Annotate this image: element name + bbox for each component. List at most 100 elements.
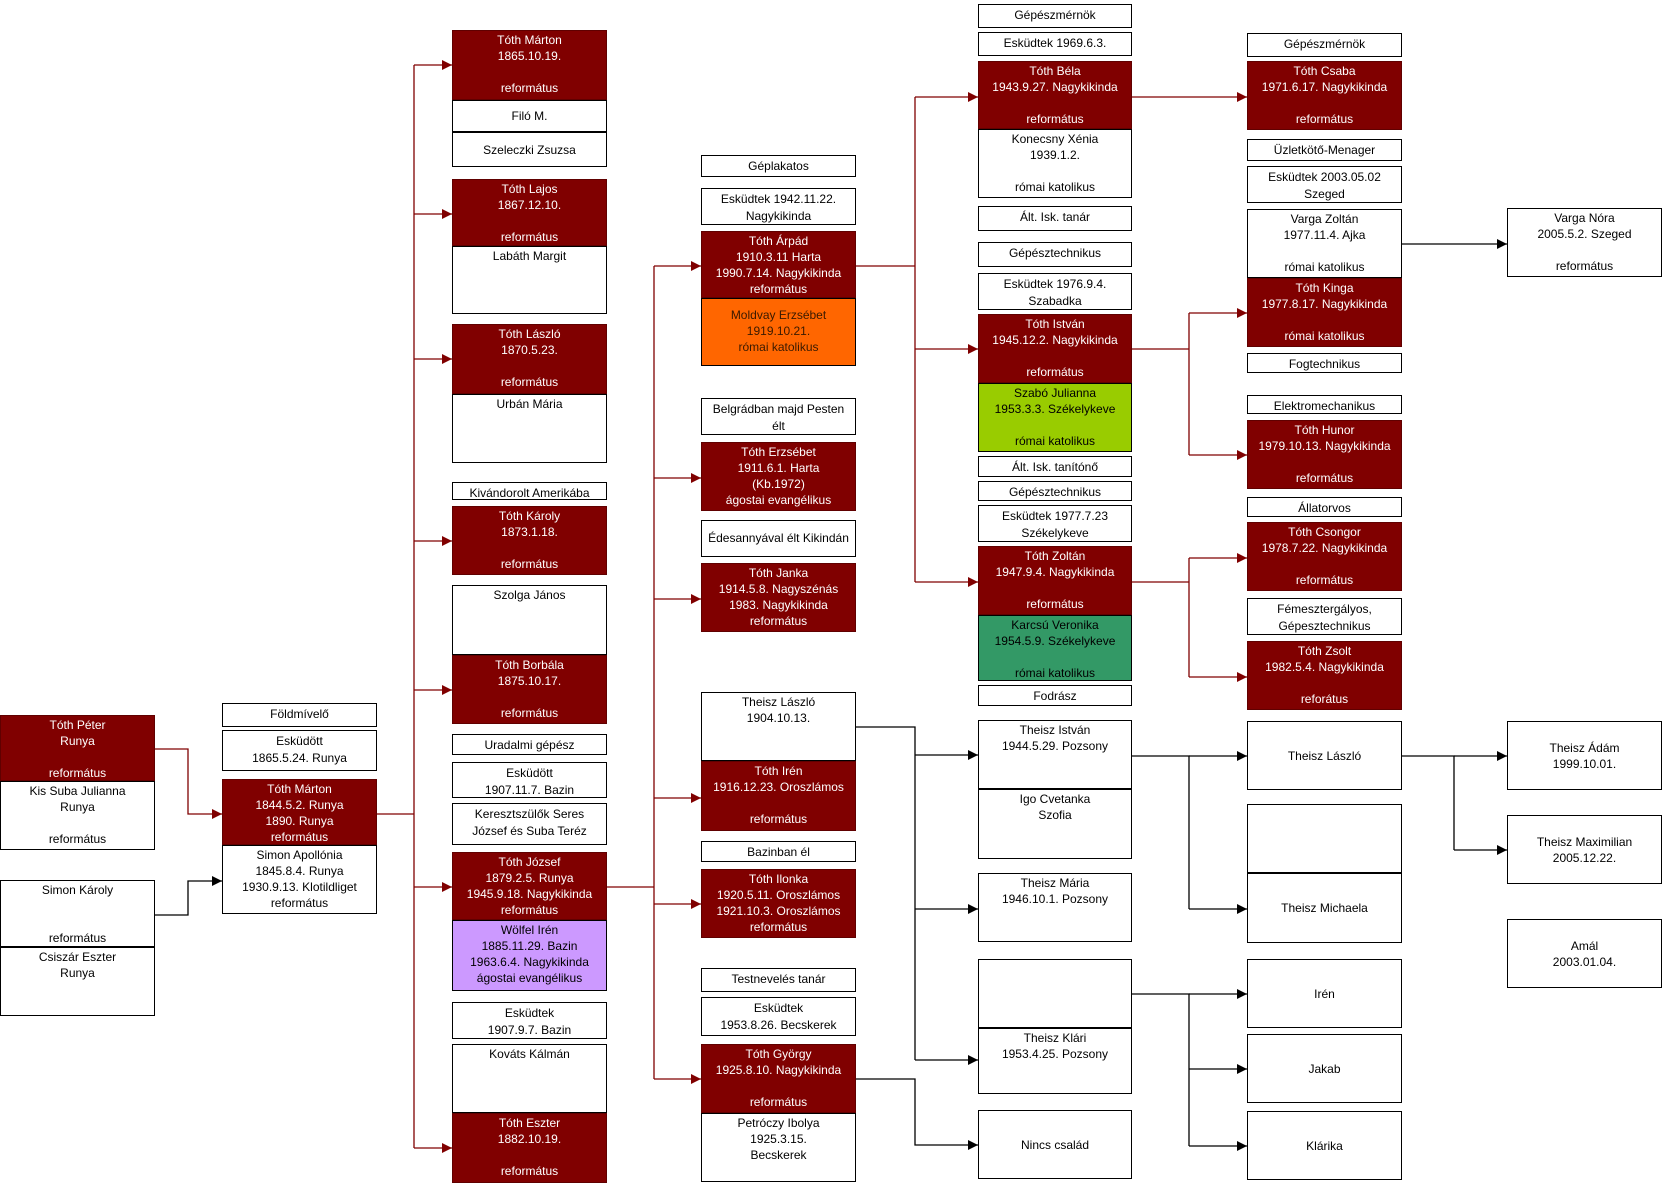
note-callout[interactable]: Gépészmérnök: [1247, 33, 1402, 57]
person-box[interactable]: Tóth Zsolt 1982.5.4. Nagykikinda reforát…: [1247, 641, 1402, 710]
relative-box[interactable]: Igo Cvetanka Szofia: [978, 789, 1132, 859]
note-callout[interactable]: Ált. Isk. tanár: [978, 206, 1132, 231]
note-callout[interactable]: Kivándorolt Amerikába: [452, 482, 607, 500]
relative-box[interactable]: Theisz István 1944.5.29. Pozsony: [978, 720, 1132, 789]
note-callout[interactable]: Belgrádban majd Pesten élt: [701, 398, 856, 435]
note-callout[interactable]: Földmívelő: [222, 703, 377, 727]
relative-box[interactable]: Varga Zoltán 1977.11.4. Ajka római katol…: [1247, 209, 1402, 278]
relative-box[interactable]: Szeleczki Zsuzsa: [452, 132, 607, 167]
person-box[interactable]: Tóth Márton 1865.10.19. református: [452, 30, 607, 100]
note-callout[interactable]: Uradalmi gépész: [452, 734, 607, 755]
relative-box[interactable]: Moldvay Erzsébet 1919.10.21. római katol…: [701, 298, 856, 366]
note-callout[interactable]: Esküdtek 1953.8.26. Becskerek: [701, 997, 856, 1036]
relative-box[interactable]: Csiszár Eszter Runya: [0, 947, 155, 1016]
person-box[interactable]: Tóth Janka 1914.5.8. Nagyszénás 1983. Na…: [701, 563, 856, 632]
note-callout[interactable]: Esküdtek 2003.05.02 Szeged: [1247, 166, 1402, 203]
note-callout[interactable]: Állatorvos: [1247, 497, 1402, 517]
note-callout[interactable]: Gépészmérnök: [978, 4, 1132, 28]
relative-box[interactable]: [978, 959, 1132, 1028]
arrow-head-icon: [1237, 751, 1247, 761]
note-callout[interactable]: Bazinban él: [701, 841, 856, 862]
relative-box[interactable]: Jakab: [1247, 1034, 1402, 1103]
arrow-head-icon: [442, 1143, 452, 1153]
note-callout[interactable]: Esküdött 1865.5.24. Runya: [222, 730, 377, 771]
note-callout[interactable]: Esküdtek 1976.9.4. Szabadka: [978, 273, 1132, 310]
arrow-head-icon: [442, 209, 452, 219]
person-box[interactable]: Tóth Eszter 1882.10.19. református: [452, 1113, 607, 1183]
note-callout[interactable]: Elektromechanikus: [1247, 395, 1402, 414]
note-callout[interactable]: Keresztszülők Seres József és Suba Teréz: [452, 803, 607, 845]
person-box[interactable]: Tóth Borbála 1875.10.17. református: [452, 655, 607, 724]
person-box[interactable]: Tóth Erzsébet 1911.6.1. Harta (Kb.1972) …: [701, 442, 856, 511]
relative-box[interactable]: Konecsny Xénia 1939.1.2. római katolikus: [978, 129, 1132, 198]
arrow-head-icon: [691, 899, 701, 909]
relative-box[interactable]: Labáth Margit: [452, 246, 607, 314]
relative-box[interactable]: Filó M.: [452, 100, 607, 132]
arrow-head-icon: [691, 1074, 701, 1084]
relative-box[interactable]: Szabó Julianna 1953.3.3. Székelykeve róm…: [978, 383, 1132, 452]
person-box[interactable]: Tóth Ilonka 1920.5.11. Oroszlámos 1921.1…: [701, 869, 856, 938]
person-box[interactable]: Tóth Csongor 1978.7.22. Nagykikinda refo…: [1247, 522, 1402, 591]
person-box[interactable]: Tóth Árpád 1910.3.11 Harta 1990.7.14. Na…: [701, 231, 856, 298]
arrow-head-icon: [1497, 751, 1507, 761]
relative-box[interactable]: Amál 2003.01.04.: [1507, 919, 1662, 988]
note-callout[interactable]: Fodrász: [978, 685, 1132, 706]
relative-box[interactable]: Simon Apollónia 1845.8.4. Runya 1930.9.1…: [222, 845, 377, 914]
note-callout[interactable]: Fémesztergályos, Gépesztechnikus: [1247, 598, 1402, 635]
person-box[interactable]: Tóth Zoltán 1947.9.4. Nagykikinda reform…: [978, 546, 1132, 615]
relative-box[interactable]: [1247, 804, 1402, 873]
relative-box[interactable]: Kováts Kálmán: [452, 1044, 607, 1113]
note-callout[interactable]: Esküdtek 1969.6.3.: [978, 32, 1132, 56]
relative-box[interactable]: Kis Suba Julianna Runya református: [0, 781, 155, 850]
person-box[interactable]: Tóth György 1925.8.10. Nagykikinda refor…: [701, 1044, 856, 1113]
connector-line: [1132, 755, 1190, 909]
relative-box[interactable]: Petróczy Ibolya 1925.3.15. Becskerek: [701, 1113, 856, 1182]
relative-box[interactable]: Varga Nóra 2005.5.2. Szeged református: [1507, 208, 1662, 277]
person-box[interactable]: Tóth Lajos 1867.12.10. református: [452, 179, 607, 246]
note-callout[interactable]: Testnevelés tanár: [701, 968, 856, 992]
person-box[interactable]: Tóth Kinga 1977.8.17. Nagykikinda római …: [1247, 278, 1402, 347]
person-box[interactable]: Tóth László 1870.5.23. református: [452, 324, 607, 394]
relative-box[interactable]: Szolga János: [452, 585, 607, 655]
person-box[interactable]: Tóth István 1945.12.2. Nagykikinda refor…: [978, 314, 1132, 383]
note-callout[interactable]: Édesannyával élt Kikindán: [701, 520, 856, 557]
person-box[interactable]: Tóth Péter Runya református: [0, 715, 155, 781]
arrow-head-icon: [1237, 92, 1247, 102]
note-callout[interactable]: Gépésztechnikus: [978, 242, 1132, 267]
arrow-head-icon: [968, 92, 978, 102]
note-callout[interactable]: Esküdtek 1907.9.7. Bazin: [452, 1002, 607, 1039]
note-callout[interactable]: Esküdtek 1942.11.22. Nagykikinda: [701, 188, 856, 225]
note-callout[interactable]: Gépésztechnikus: [978, 481, 1132, 501]
person-box[interactable]: Tóth Károly 1873.1.18. református: [452, 506, 607, 575]
note-callout[interactable]: Fogtechnikus: [1247, 353, 1402, 373]
person-box[interactable]: Tóth Béla 1943.9.27. Nagykikinda reformá…: [978, 61, 1132, 129]
relative-box[interactable]: Theisz Mária 1946.10.1. Pozsony: [978, 873, 1132, 942]
relative-box[interactable]: Theisz Klári 1953.4.25. Pozsony: [978, 1028, 1132, 1094]
relative-box[interactable]: Theisz Maximilian 2005.12.22.: [1507, 815, 1662, 884]
note-callout[interactable]: Esküdött 1907.11.7. Bazin: [452, 762, 607, 798]
connector-line: [856, 1078, 978, 1146]
person-box[interactable]: Tóth Csaba 1971.6.17. Nagykikinda reform…: [1247, 61, 1402, 130]
relative-box[interactable]: Theisz Ádám 1999.10.01.: [1507, 721, 1662, 790]
note-callout[interactable]: Esküdtek 1977.7.23 Székelykeve: [978, 505, 1132, 542]
relative-box[interactable]: Klárika: [1247, 1111, 1402, 1180]
arrow-head-icon: [442, 60, 452, 70]
person-box[interactable]: Tóth Irén 1916.12.23. Oroszlámos reformá…: [701, 761, 856, 831]
relative-box[interactable]: Simon Károly református: [0, 880, 155, 947]
relative-box[interactable]: Theisz László: [1247, 721, 1402, 790]
relative-box[interactable]: Nincs család: [978, 1110, 1132, 1179]
note-callout[interactable]: Üzletkötő-Menager: [1247, 139, 1402, 161]
arrow-head-icon: [691, 261, 701, 271]
relative-box[interactable]: Karcsú Veronika 1954.5.9. Székelykeve ró…: [978, 615, 1132, 681]
note-callout[interactable]: Ált. Isk. tanítónő: [978, 456, 1132, 477]
relative-box[interactable]: Wölfel Irén 1885.11.29. Bazin 1963.6.4. …: [452, 920, 607, 991]
person-box[interactable]: Tóth Hunor 1979.10.13. Nagykikinda refor…: [1247, 420, 1402, 489]
relative-box[interactable]: Theisz Michaela: [1247, 873, 1402, 943]
person-box[interactable]: Tóth Márton 1844.5.2. Runya 1890. Runya …: [222, 779, 377, 845]
relative-box[interactable]: Theisz László 1904.10.13.: [701, 692, 856, 761]
arrow-head-icon: [442, 685, 452, 695]
relative-box[interactable]: Urbán Mária: [452, 394, 607, 463]
note-callout[interactable]: Géplakatos: [701, 155, 856, 177]
person-box[interactable]: Tóth József 1879.2.5. Runya 1945.9.18. N…: [452, 852, 607, 920]
relative-box[interactable]: Irén: [1247, 959, 1402, 1028]
